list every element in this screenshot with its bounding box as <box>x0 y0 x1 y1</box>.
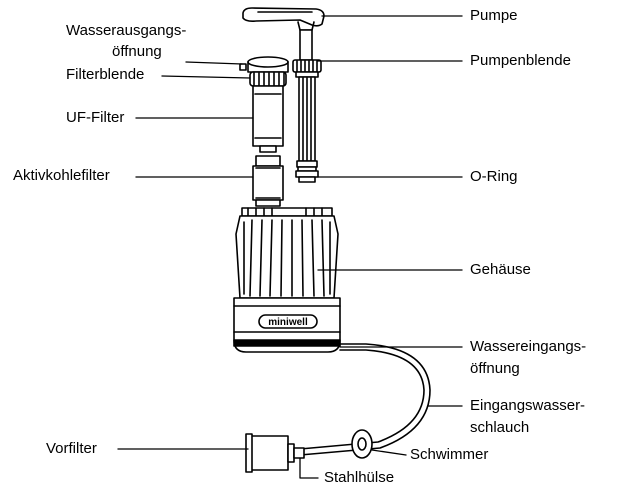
carbon-filter-part <box>252 155 284 207</box>
label-water-inlet-line2: öffnung <box>470 360 520 377</box>
label-water-outlet-line1: Wasserausgangs- <box>66 22 187 39</box>
housing-part <box>233 207 341 353</box>
float-part <box>351 429 373 459</box>
prefilter-part <box>245 433 305 473</box>
label-uf-filter: UF-Filter <box>66 109 125 126</box>
label-carbon-filter: Aktivkohlefilter <box>13 167 110 184</box>
label-float: Schwimmer <box>410 446 489 463</box>
label-water-inlet-line1: Wassereingangs- <box>470 338 587 355</box>
pump-handle <box>242 7 325 61</box>
o-ring-part <box>295 160 319 183</box>
label-housing: Gehäuse <box>470 261 531 278</box>
label-water-outlet-line2: öffnung <box>112 43 162 60</box>
label-filter-cap: Filterblende <box>66 66 145 83</box>
leader-lines <box>117 15 463 479</box>
label-prefilter: Vorfilter <box>46 440 97 457</box>
filter-cap <box>239 56 289 87</box>
uf-filter-part <box>252 85 284 153</box>
label-inlet-hose-line2: schlauch <box>470 419 530 436</box>
pump-cap <box>292 59 322 78</box>
label-pump-cap: Pumpenblende <box>470 52 571 69</box>
label-o-ring: O-Ring <box>470 168 518 185</box>
label-pump: Pumpe <box>470 7 518 24</box>
label-steel-sleeve: Stahlhülse <box>324 469 395 486</box>
pump-rod <box>298 76 316 162</box>
inlet-hose-part <box>299 343 431 456</box>
label-inlet-hose-line1: Eingangswasser- <box>470 397 586 414</box>
brand-logo-text: miniwell <box>268 317 308 328</box>
